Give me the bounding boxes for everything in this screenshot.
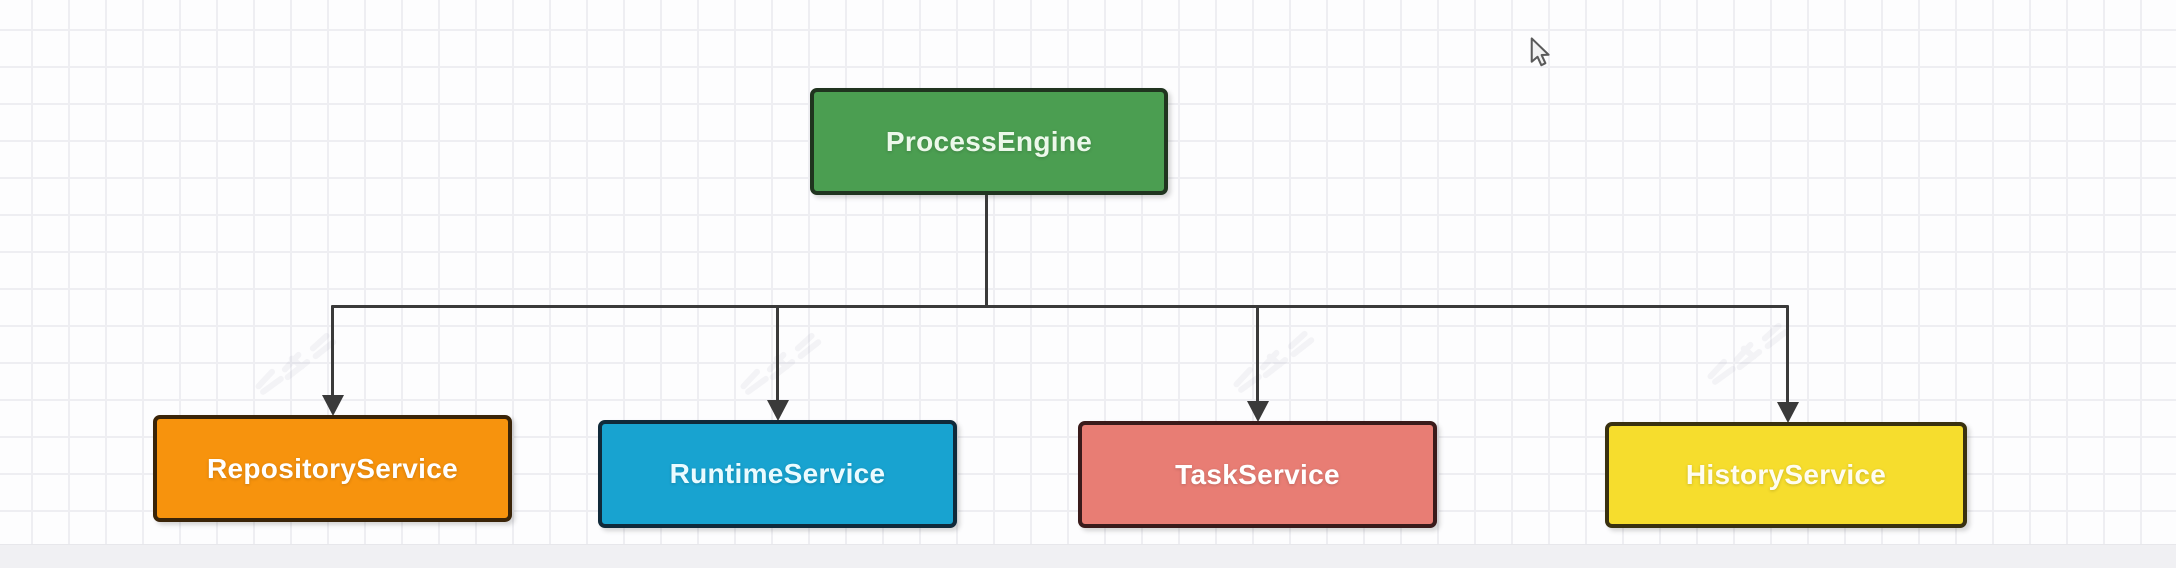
node-process-engine[interactable]: ProcessEngine bbox=[810, 88, 1168, 195]
node-label: TaskService bbox=[1175, 458, 1340, 490]
edge-to-history-service bbox=[1786, 305, 1789, 403]
node-task-service[interactable]: TaskService bbox=[1078, 421, 1437, 528]
arrowhead-task-service bbox=[1247, 401, 1269, 422]
edge-horizontal-bus bbox=[331, 305, 1789, 308]
node-label: ProcessEngine bbox=[885, 125, 1093, 157]
node-label: RepositoryService bbox=[207, 452, 458, 484]
arrowhead-history-service bbox=[1777, 402, 1799, 423]
arrowhead-repository-service bbox=[322, 395, 344, 416]
edge-to-task-service bbox=[1256, 305, 1259, 402]
mouse-arrow-pointer-icon bbox=[1527, 37, 1551, 74]
node-label: HistoryService bbox=[1685, 459, 1887, 490]
edge-to-repository-service bbox=[331, 305, 334, 396]
arrowhead-runtime-service bbox=[767, 400, 789, 421]
edge-root-stem bbox=[985, 194, 988, 308]
node-label: RuntimeService bbox=[669, 458, 886, 489]
node-history-service[interactable]: HistoryService bbox=[1605, 422, 1967, 528]
node-repository-service[interactable]: RepositoryService bbox=[153, 415, 512, 522]
canvas-bottom-strip bbox=[0, 544, 2176, 568]
node-runtime-service[interactable]: RuntimeService bbox=[598, 420, 957, 528]
edge-to-runtime-service bbox=[776, 305, 779, 401]
